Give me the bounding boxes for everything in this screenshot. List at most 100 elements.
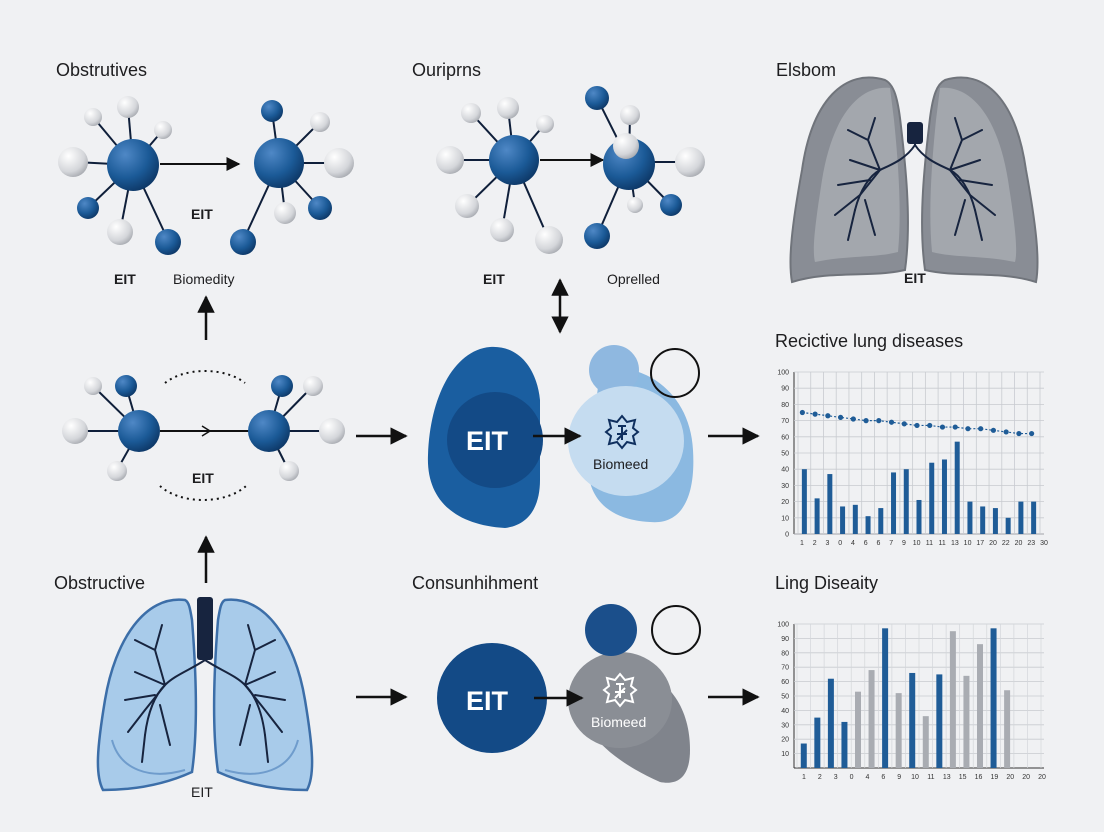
bar <box>1005 517 1011 534</box>
x-tick-label: 7 <box>889 540 893 547</box>
panel-title: Elsbom <box>776 60 836 80</box>
panel-title: Obstructive <box>54 573 145 593</box>
x-tick-label: 11 <box>927 774 934 781</box>
x-tick-label: 6 <box>881 774 885 781</box>
panel-title: Ouriprns <box>412 60 481 80</box>
chart-title: Recictive lung diseases <box>775 331 963 351</box>
y-tick-label: 20 <box>781 737 789 744</box>
label: EIT <box>904 270 926 286</box>
x-tick-label: 20 <box>1006 774 1014 781</box>
line-point <box>850 416 856 422</box>
molecule-icon <box>436 86 705 254</box>
x-tick-label: 2 <box>813 540 817 547</box>
y-tick-label: 60 <box>781 434 789 441</box>
lung-icon <box>789 76 1039 284</box>
bar <box>895 693 902 768</box>
y-tick-label: 100 <box>777 370 789 377</box>
bar <box>855 691 861 768</box>
bar <box>827 678 834 768</box>
line-point <box>1029 430 1035 437</box>
x-tick-label: 6 <box>864 540 868 547</box>
y-tick-label: 30 <box>781 722 789 729</box>
panel-top-right: Elsbom EIT <box>776 60 1039 286</box>
bar <box>967 501 973 534</box>
bar <box>852 504 858 534</box>
panel-bottom-left: Obstructive EIT <box>54 573 314 800</box>
y-tick-label: 20 <box>781 499 789 506</box>
y-tick-label: 0 <box>785 532 789 539</box>
bar <box>878 508 884 534</box>
line-point <box>876 418 882 424</box>
x-tick-label: 11 <box>938 540 945 547</box>
x-tick-label: 20 <box>1015 540 1023 547</box>
label-center: EIT <box>191 206 213 222</box>
bar <box>922 716 929 768</box>
bar <box>1018 501 1024 534</box>
bar <box>841 721 848 768</box>
bar <box>827 474 833 534</box>
y-tick-label: 10 <box>781 751 789 758</box>
line-point <box>888 419 895 425</box>
x-tick-label: 1 <box>800 540 804 547</box>
big-label: EIT <box>466 426 509 456</box>
y-tick-label: 90 <box>781 636 789 643</box>
x-tick-label: 9 <box>897 774 901 781</box>
x-tick-label: 3 <box>826 540 830 547</box>
bar <box>1004 690 1011 768</box>
y-tick-label: 40 <box>781 467 789 474</box>
y-tick-label: 70 <box>781 665 789 672</box>
label: EIT <box>192 470 214 486</box>
x-tick-label: 17 <box>976 540 984 547</box>
x-tick-label: 15 <box>959 774 967 781</box>
bar <box>1031 501 1037 534</box>
line-point <box>799 409 805 416</box>
x-tick-label: 0 <box>850 774 854 781</box>
line-point <box>927 422 933 429</box>
x-tick-label: 16 <box>975 774 983 781</box>
bar <box>916 499 922 534</box>
bar <box>963 675 970 768</box>
x-tick-label: 22 <box>1002 540 1010 547</box>
y-tick-label: 80 <box>781 402 789 409</box>
line-point <box>965 426 971 432</box>
line-point <box>978 426 984 432</box>
x-tick-label: 13 <box>943 774 951 781</box>
line-point <box>939 424 946 430</box>
line-point <box>1003 429 1009 435</box>
x-tick-label: 3 <box>834 774 838 781</box>
bar <box>954 441 960 534</box>
bar <box>929 462 935 534</box>
small-label: Biomeed <box>591 714 646 730</box>
x-tick-label: 4 <box>866 774 870 781</box>
y-tick-label: 50 <box>781 694 789 701</box>
y-tick-label: 40 <box>781 708 789 715</box>
panel-bottom-middle: Consunhihment EIT Biomeed <box>412 573 701 783</box>
bar <box>909 672 916 768</box>
x-tick-label: 2 <box>818 774 822 781</box>
bar <box>980 506 986 534</box>
bar <box>800 743 807 768</box>
line-point <box>990 427 997 433</box>
label: EIT <box>191 784 213 800</box>
panel-top-left: Obstrutives EIT EIT Biomedity <box>56 60 354 287</box>
line-point <box>952 424 958 430</box>
label-left: EIT <box>114 271 136 287</box>
x-tick-label: 0 <box>838 540 842 547</box>
y-tick-label: 30 <box>781 483 789 490</box>
line-point <box>837 414 844 420</box>
x-tick-label: 23 <box>1027 540 1035 547</box>
line-point <box>863 418 869 424</box>
x-tick-label: 30 <box>1040 540 1048 547</box>
bar <box>868 670 875 768</box>
x-tick-label: 1 <box>802 774 806 781</box>
bar <box>891 472 897 534</box>
y-tick-label: 100 <box>777 622 789 629</box>
molecule-icon <box>58 96 354 255</box>
gear-icon <box>604 414 640 450</box>
bar <box>949 631 956 768</box>
big-label: EIT <box>466 686 509 716</box>
gear-icon <box>602 672 638 708</box>
x-tick-label: 6 <box>876 540 880 547</box>
